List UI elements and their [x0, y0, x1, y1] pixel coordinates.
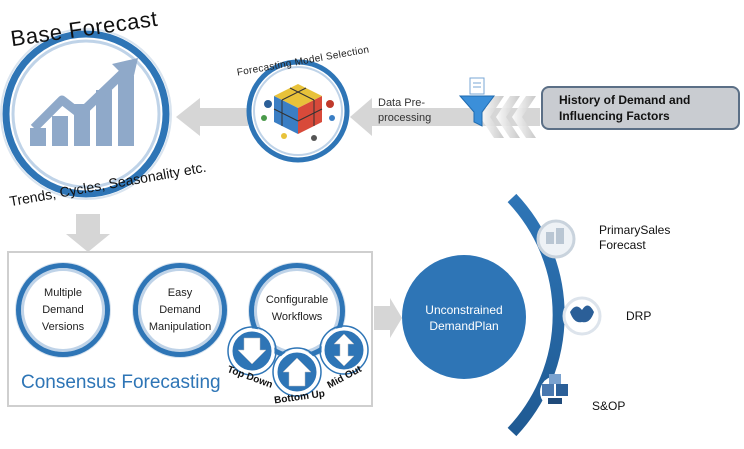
consensus-to-demandplan-arrow: [374, 298, 402, 338]
demandplan-line2: DemandPlan: [429, 319, 499, 333]
circle1-line2: Demand: [42, 303, 84, 316]
circle2-line3: Manipulation: [148, 320, 212, 333]
consensus-title: Consensus Forecasting: [21, 372, 221, 393]
model-to-base-arrow: [176, 98, 248, 136]
circle3-line2: Workflows: [271, 311, 323, 323]
preprocessing-label-line2: processing: [378, 112, 432, 124]
arrow-down-icon: [237, 337, 267, 365]
multiple-demand-versions-circle: Multiple Demand Versions: [16, 263, 110, 357]
arrow-up-icon: [282, 357, 312, 387]
base-to-consensus-arrow: [66, 214, 110, 252]
cube-blocks-icon: [542, 374, 568, 404]
preprocessing-arrow: [372, 108, 540, 126]
history-line2: Influencing Factors: [559, 109, 670, 123]
circle2-line2: Demand: [159, 303, 201, 316]
preprocessing-label: Data Pre- processing: [378, 96, 431, 126]
circle1-line1: Multiple: [44, 286, 82, 299]
circle3-line1: Configurable: [265, 294, 329, 306]
circle1-line3: Versions: [41, 320, 85, 333]
arrow-up-down-icon: [333, 333, 355, 367]
mid-out-badge: [319, 325, 369, 375]
history-line1: History of Demand and: [559, 93, 691, 107]
output-primary-sales: PrimarySales Forecast: [599, 223, 670, 253]
output-drp: DRP: [626, 309, 652, 323]
output-sop: S&OP: [592, 399, 626, 413]
output1-line2: Forecast: [599, 238, 646, 252]
easy-demand-manipulation-circle: Easy Demand Manipulation: [133, 263, 227, 357]
demandplan-label: Unconstrained DemandPlan: [402, 302, 526, 334]
rubiks-cube-icon: [261, 84, 335, 141]
output-arc: [507, 193, 565, 437]
demandplan-circle: [402, 255, 526, 379]
preprocessing-label-line1: Data Pre-: [378, 97, 426, 109]
bottom-up-badge: [272, 347, 322, 397]
circle2-line1: Easy: [167, 286, 193, 299]
chevron-icons: [480, 96, 536, 138]
bar-chart-icon: [30, 58, 138, 146]
funnel-icon: [458, 77, 495, 127]
history-box: History of Demand and Influencing Factor…: [541, 86, 740, 130]
top-down-badge: [227, 326, 277, 376]
preprocessing-arrow-head: [350, 98, 372, 136]
output1-line1: PrimarySales: [599, 223, 671, 237]
demandplan-line1: Unconstrained: [425, 303, 503, 317]
